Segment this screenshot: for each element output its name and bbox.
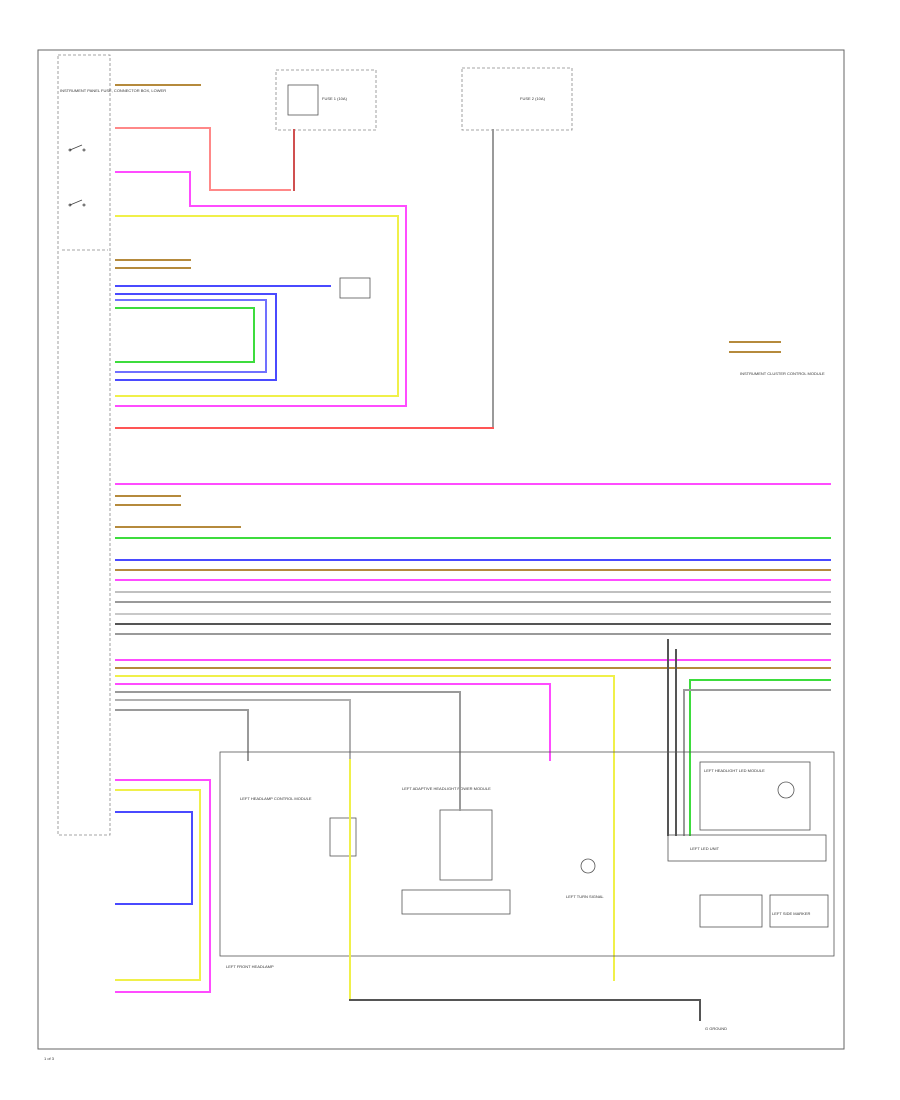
side-marker-box-2 <box>769 894 829 928</box>
wire-gray-fuse-b <box>115 129 494 429</box>
wire-blue-b <box>115 293 277 381</box>
adaptive-power-module <box>439 809 493 881</box>
adaptive-power-module-label: LEFT ADAPTIVE HEADLIGHT POWER MODULE <box>402 786 491 791</box>
fuse-a-label: FUSE 1 (10A) <box>322 96 348 101</box>
led-unit-lamp <box>777 781 795 799</box>
wire-green-a <box>115 307 255 363</box>
wire-blue-c <box>115 299 267 373</box>
bl-magenta-loop <box>115 779 211 993</box>
connector-block-a <box>339 277 371 299</box>
led-module-label: LEFT HEADLIGHT LED MODULE <box>704 768 765 773</box>
bl-blue-loop <box>115 811 193 905</box>
bus-gray-drop <box>115 691 461 761</box>
drop-green-right <box>689 679 831 836</box>
switch-icon <box>68 144 86 207</box>
side-marker-box-1 <box>699 894 763 928</box>
led-unit-label: LEFT LED UNIT <box>690 846 720 851</box>
side-marker-label: LEFT SIDE MARKER <box>772 911 810 916</box>
left-component-column <box>57 54 111 836</box>
bus-magenta-drop <box>115 683 551 761</box>
headlamp-control-module <box>329 817 357 857</box>
ground-wire <box>349 999 701 1021</box>
headlamp-control-module-label: LEFT HEADLAMP CONTROL MODULE <box>240 796 312 801</box>
left-front-headlamp-box <box>219 751 835 957</box>
left-front-headlamp-label: LEFT FRONT HEADLAMP <box>226 964 274 969</box>
instrument-cluster-connector <box>729 341 781 353</box>
bl-yellow-loop <box>115 789 201 981</box>
turn-signal-label: LEFT TURN SIGNAL <box>566 894 604 899</box>
fuse-box-b <box>461 67 573 131</box>
wire-yellow-top <box>115 215 399 397</box>
fuse-box-a <box>275 69 377 131</box>
instrument-cluster-label: INSTRUMENT CLUSTER CONTROL MODULE <box>740 371 825 376</box>
turn-signal-lamp <box>580 858 596 874</box>
bus-yellow-drop <box>115 675 615 981</box>
wire-red-top <box>115 127 291 191</box>
diagram-frame <box>37 49 845 1050</box>
wire-magenta-top <box>115 171 407 407</box>
instrument-panel-label: INSTRUMENT PANEL FUSE, CONNECTOR BOX, LO… <box>60 88 166 93</box>
bus-gray-drop-2 <box>115 699 351 761</box>
adaptive-lower-box <box>401 889 511 915</box>
led-module-box <box>699 761 811 831</box>
drop-gray-right <box>683 689 831 836</box>
fuse-b-label: FUSE 2 (10A) <box>520 96 546 101</box>
bus-gray-drop-3 <box>115 709 249 761</box>
fuse-a-element <box>287 84 319 116</box>
ground-label: G GROUND <box>705 1026 727 1031</box>
page-number: 1 of 3 <box>44 1056 55 1061</box>
led-power-box <box>667 834 827 862</box>
